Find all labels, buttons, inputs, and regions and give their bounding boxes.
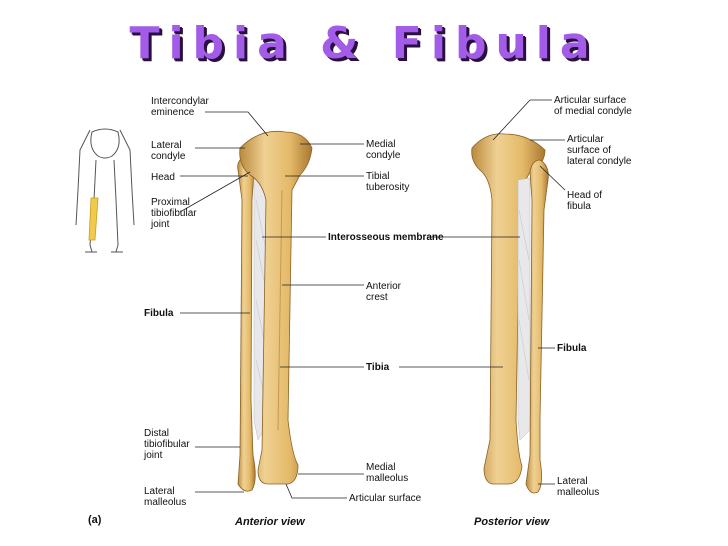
figure-letter: (a) <box>88 514 102 526</box>
label-head: Head <box>151 172 175 183</box>
anterior-tibia <box>239 130 313 485</box>
anterior-view-caption: Anterior view <box>235 516 305 528</box>
skeleton-thumbnail <box>75 128 135 253</box>
highlighted-leg-bone <box>88 197 99 241</box>
label-tibial-tuberosity: Tibial tuberosity <box>366 171 410 193</box>
label-articular-surface-lateral-condyle: Articular surface of lateral condyle <box>567 134 632 167</box>
label-lateral-condyle: Lateral condyle <box>151 140 186 162</box>
page-title: Tibia & Fibula <box>129 18 599 69</box>
label-interosseous-membrane: Interosseous membrane <box>328 232 444 243</box>
label-distal-tibiofibular-joint: Distal tibiofibular joint <box>144 428 190 461</box>
label-intercondylar-eminence: Intercondylar eminence <box>151 96 209 118</box>
leader-lines <box>179 99 566 499</box>
label-fibula-anterior: Fibula <box>144 308 174 319</box>
label-lateral-malleolus-posterior: Lateral malleolus <box>557 476 600 498</box>
label-proximal-tibiofibular-joint: Proximal tibiofibular joint <box>151 197 197 230</box>
label-articular-surface-medial-condyle: Articular surface of medial condyle <box>554 95 632 117</box>
label-medial-malleolus: Medial malleolus <box>366 462 409 484</box>
label-lateral-malleolus-anterior: Lateral malleolus <box>144 486 187 508</box>
label-tibia: Tibia <box>366 362 390 373</box>
posterior-membrane <box>517 177 531 441</box>
label-medial-condyle: Medial condyle <box>366 139 401 161</box>
posterior-tibia <box>471 133 546 485</box>
posterior-fibula <box>525 159 549 494</box>
posterior-view-caption: Posterior view <box>474 516 550 528</box>
label-head-of-fibula: Head of fibula <box>567 190 603 212</box>
label-articular-surface: Articular surface <box>349 493 422 504</box>
label-fibula-posterior: Fibula <box>557 343 587 354</box>
label-anterior-crest: Anterior crest <box>366 281 402 303</box>
anterior-fibula <box>237 155 256 492</box>
